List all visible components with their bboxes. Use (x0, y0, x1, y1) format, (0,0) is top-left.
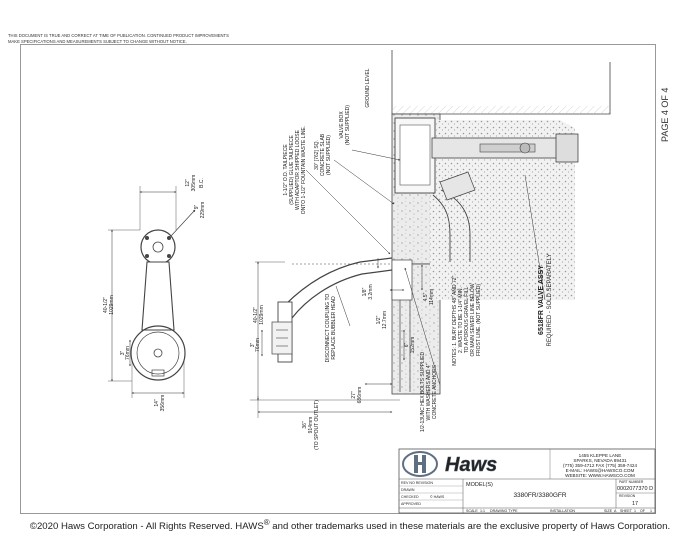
plan-dim-14-mm: 356mm (160, 395, 166, 412)
elev-dim-36: 36" (302, 421, 308, 429)
part-number-label: PART NUMBER (619, 480, 644, 484)
plan-dim-14: 14" (154, 399, 160, 407)
address-2: SPARKS, NEVADA 89431 (573, 458, 627, 463)
notes-2: 2. WASTE TO BE 1-1/4" MIN. (458, 287, 464, 353)
phone: (775) 359-4712 FAX (775) 359-7424 (563, 463, 638, 468)
models-value: 3380FR/3380GFR (513, 492, 566, 499)
website: WEBSITE: WWW.HAWSCO.COM (565, 473, 635, 478)
callout-tailpiece-3: WITH ADAPTOR SHIPPED LOOSE (295, 129, 301, 210)
elevation-view: 40-1/2" 1029mm 3" 76mm 36" 914mm (TO SPO… (250, 50, 611, 450)
elev-dim-12: 1/2" (376, 315, 382, 324)
size-label: SIZE (604, 509, 613, 513)
callout-disconnect-1: DISCONNECT COUPLING TO (325, 294, 331, 363)
checked-label: CHECKED (401, 495, 419, 499)
notes-3: TO A POROUS GRAVEL FILL (464, 286, 470, 353)
valve-assy-title: 6518FR VALVE ASSY (538, 265, 545, 335)
of-label: OF (640, 509, 646, 513)
plan-dim-40-mm: 1029mm (109, 295, 115, 314)
callout-slab-3: (NOT SUPPLIED) (326, 135, 332, 175)
title-block: Haws 1455 KLEPPE LANE SPARKS, NEVADA 894… (398, 448, 656, 514)
pedestal-column (141, 261, 175, 331)
haws-logo: Haws (402, 451, 498, 477)
footer-reg: ® (263, 518, 270, 527)
elev-dim-45: 4.5" (423, 292, 429, 301)
address-1: 1455 KLEPPE LANE (579, 453, 622, 458)
callout-disconnect-2: REPLACE BUBBLER HEAD (331, 296, 337, 360)
part-number: 0002077370 D (617, 486, 653, 492)
elev-dim-18-mm: 3.2mm (368, 284, 374, 299)
plan-dim-12-mm: 305mm (191, 175, 197, 192)
scale-value: 1:1 (480, 509, 485, 513)
size-value: A (614, 509, 617, 513)
elev-dim-27-mm: 686mm (357, 387, 363, 404)
callout-tailpiece-2: (SUPPLIED) GLUE TAILPIECE (289, 135, 295, 205)
callout-tailpiece-4: ONTO 1-1/2" FOUNTAIN WASTE LINE. (301, 126, 307, 214)
logo-text: Haws (445, 454, 497, 476)
approved-label: APPROVED (401, 502, 421, 506)
scale-label: SCALE (466, 509, 478, 513)
footer-post: and other trademarks used in these mater… (269, 521, 671, 533)
plan-dim-3-mm: 76mm (125, 346, 131, 360)
by-haws: © HAWS (430, 495, 445, 499)
plan-dim-bc: 9" (194, 205, 200, 210)
footer-pre: ©2020 Haws Corporation - All Rights Rese… (29, 521, 264, 533)
callout-bolts-3: CONCRETE ANCHORS (432, 364, 438, 419)
disclaimer-line-1: THIS DOCUMENT IS TRUE AND CORRECT AT TIM… (8, 33, 229, 38)
elev-dim-3: 3" (250, 343, 256, 348)
callout-slab-1: 30" [762] SQ. (314, 140, 320, 170)
plan-dim-bc-note: B.C. (199, 178, 205, 188)
elev-dim-6: 6" (404, 343, 410, 348)
models-label: MODEL(S) (466, 482, 493, 488)
revision-label: REVISION (619, 494, 636, 498)
email: E-MAIL: HAWS@HAWSCO.COM (566, 468, 635, 473)
elev-dim-12-mm: 12.7mm (382, 311, 388, 329)
drawing-frame (20, 44, 656, 514)
plan-view: 12" 305mm 9" 229mm B.C. 40-1/2" 1029mm 3… (103, 175, 206, 412)
elev-dim-18: 1/8" (362, 287, 368, 296)
bowl (130, 325, 186, 381)
elev-spout-outlet: (TO SPOUT OUTLET) (314, 400, 320, 450)
plan-dim-12: 12" (185, 179, 191, 187)
elev-dim-27: 27" (351, 391, 357, 399)
revision-value: 17 (632, 501, 638, 507)
drawing-type-value: INSTALLATION (550, 509, 575, 513)
pedestal-arm (284, 257, 393, 306)
callout-slab-2: CONCRETE SLAB (320, 133, 326, 176)
notes-1: NOTES: 1. BURY DEPTHS 48" AND 72". (452, 274, 458, 365)
valve-assy-note: REQUIRED - SOLD SEPARATELY (547, 253, 553, 346)
sheet-value: 1 (634, 509, 636, 513)
rev-header: REV NO REVISION (401, 481, 433, 485)
mounting-flange (140, 229, 176, 265)
callout-valve-box-1: VALVE BOX (339, 111, 345, 139)
callout-tailpiece-1: 1-1/2" O.D. TAILPIECE (283, 144, 289, 196)
elev-dim-3-mm: 76mm (255, 338, 261, 352)
elev-dim-40-mm: 1029mm (259, 305, 265, 324)
elev-dim-36-mm: 914mm (308, 417, 314, 434)
plan-dim-bc-mm: 229mm (200, 202, 206, 219)
callout-valve-box-2: (NOT SUPPLIED) (345, 105, 351, 145)
callout-bolts-2: WITH WASHERS AND 4" (426, 363, 432, 420)
drawing-type-label: DRAWING TYPE (490, 509, 518, 513)
disclaimer: THIS DOCUMENT IS TRUE AND CORRECT AT TIM… (8, 33, 268, 44)
callout-bolts-1: 1/2-13UNC HEX BOLTS SUPPLIED (420, 352, 426, 433)
sheet-label: SHEET (620, 509, 633, 513)
plan-dim-3: 3" (120, 351, 126, 356)
elev-dim-40: 40-1/2" (253, 307, 259, 323)
of-value: 1 (650, 509, 652, 513)
copyright-footer: ©2020 Haws Corporation - All Rights Rese… (0, 518, 700, 532)
plan-dim-40: 40-1/2" (103, 297, 109, 313)
disclaimer-line-2: MAKE SPECIFICATIONS AND MEASUREMENTS SUB… (8, 38, 187, 44)
elev-dim-6-mm: 152mm (410, 337, 416, 354)
valve-assembly (555, 133, 579, 163)
drawn-label: DRAWN (401, 488, 415, 492)
elev-dim-45-mm: 114mm (429, 289, 435, 305)
notes-5: FROST LINE. (NOT SUPPLIED) (476, 284, 482, 356)
callout-ground-level: GROUND LEVEL (365, 68, 371, 107)
bc-leader (170, 209, 196, 237)
notes-4: OR MAIN SEWER LINE BELOW (470, 283, 476, 356)
